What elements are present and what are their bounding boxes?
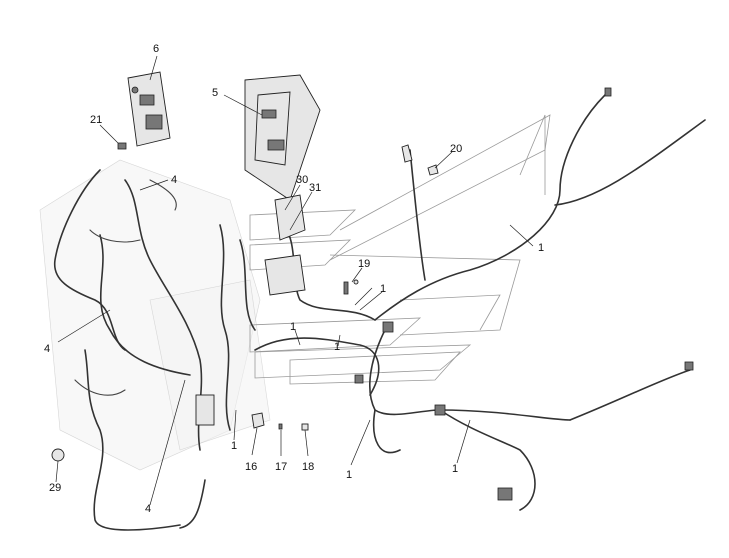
harness-center — [219, 219, 380, 431]
callout-5: 5 — [212, 87, 218, 99]
callout-1: 1 — [231, 440, 237, 452]
callout-4: 4 — [171, 174, 177, 186]
callout-30: 30 — [296, 174, 308, 186]
callout-6: 6 — [153, 43, 159, 55]
connectors — [51, 87, 694, 501]
callout-1: 1 — [346, 469, 352, 481]
harness-1-right — [369, 94, 706, 511]
callout-1: 1 — [380, 283, 386, 295]
controller-module-5 — [244, 74, 321, 201]
callout-19: 19 — [358, 258, 370, 270]
callout-16: 16 — [245, 461, 257, 473]
harness-4-lower — [74, 349, 206, 531]
callout-18: 18 — [302, 461, 314, 473]
callout-1: 1 — [334, 341, 340, 353]
callout-labels: 6 5 21 4 30 31 20 1 19 1 1 1 4 1 16 17 1… — [44, 43, 544, 515]
relay-panel-6 — [127, 71, 171, 147]
callout-4: 4 — [44, 343, 50, 355]
callout-1: 1 — [538, 242, 544, 254]
callout-21: 21 — [90, 114, 102, 126]
leader-lines — [55, 55, 534, 506]
callout-1: 1 — [452, 463, 458, 475]
callout-29: 29 — [49, 482, 61, 494]
callout-31: 31 — [309, 182, 321, 194]
callout-1: 1 — [290, 321, 296, 333]
callout-20: 20 — [450, 143, 462, 155]
callout-17: 17 — [275, 461, 287, 473]
callout-4: 4 — [145, 503, 151, 515]
chassis-ghost-outline — [249, 114, 551, 385]
